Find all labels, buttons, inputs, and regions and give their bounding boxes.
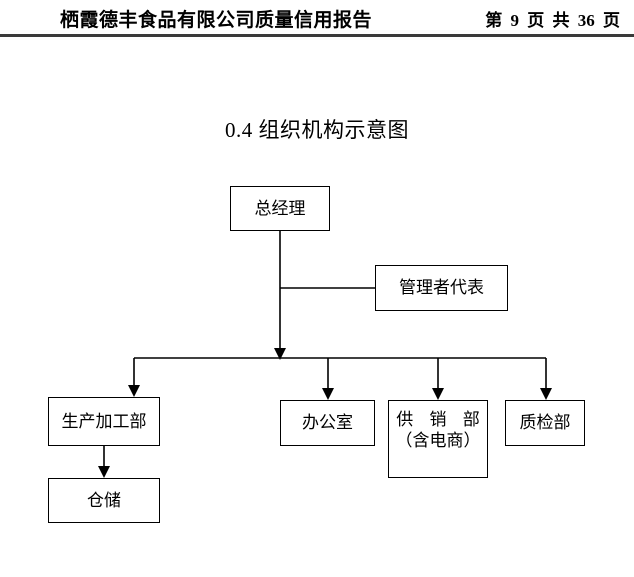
page-unit-label-2: 页 bbox=[603, 11, 620, 30]
arrowhead-gm-bus bbox=[274, 348, 286, 360]
document-header-title: 栖霞德丰食品有限公司质量信用报告 bbox=[60, 10, 373, 31]
total-page-number: 36 bbox=[577, 11, 595, 30]
org-node-management-representative[interactable]: 管理者代表 bbox=[375, 265, 508, 311]
org-node-label: 管理者代表 bbox=[399, 278, 484, 298]
page-total-prefix-label: 共 bbox=[552, 11, 570, 30]
header-divider-rule bbox=[0, 34, 634, 37]
org-node-label: 仓储 bbox=[87, 490, 121, 510]
arrowhead-warehouse bbox=[98, 466, 110, 478]
arrowhead-qc bbox=[540, 388, 552, 400]
section-title: 0.4 组织机构示意图 bbox=[225, 118, 409, 142]
current-page-number: 9 bbox=[510, 11, 520, 30]
org-node-sales-department[interactable]: 供 销 部 （含电商） bbox=[388, 400, 488, 478]
org-node-label: 供 销 部 bbox=[396, 410, 486, 429]
org-node-label: 办公室 bbox=[302, 413, 353, 433]
arrowhead-sales bbox=[432, 388, 444, 400]
org-node-warehouse[interactable]: 仓储 bbox=[48, 478, 160, 523]
org-node-label: 总经理 bbox=[254, 198, 306, 218]
page-number-indicator: 第 9 页 共 36 页 bbox=[483, 6, 622, 31]
org-node-production-department[interactable]: 生产加工部 bbox=[48, 397, 160, 446]
org-node-general-manager[interactable]: 总经理 bbox=[230, 186, 330, 231]
page-header: 栖霞德丰食品有限公司质量信用报告 第 9 页 共 36 页 bbox=[0, 0, 634, 37]
arrowhead-office bbox=[322, 388, 334, 400]
page-prefix-label: 第 bbox=[485, 11, 503, 30]
org-node-quality-inspection-department[interactable]: 质检部 bbox=[505, 400, 585, 446]
org-node-sublabel: （含电商） bbox=[395, 431, 481, 451]
arrowhead-production bbox=[128, 385, 140, 397]
org-node-office[interactable]: 办公室 bbox=[280, 400, 375, 446]
page-unit-label-1: 页 bbox=[527, 11, 545, 30]
org-node-label: 生产加工部 bbox=[61, 411, 147, 431]
org-node-label: 质检部 bbox=[519, 413, 571, 433]
